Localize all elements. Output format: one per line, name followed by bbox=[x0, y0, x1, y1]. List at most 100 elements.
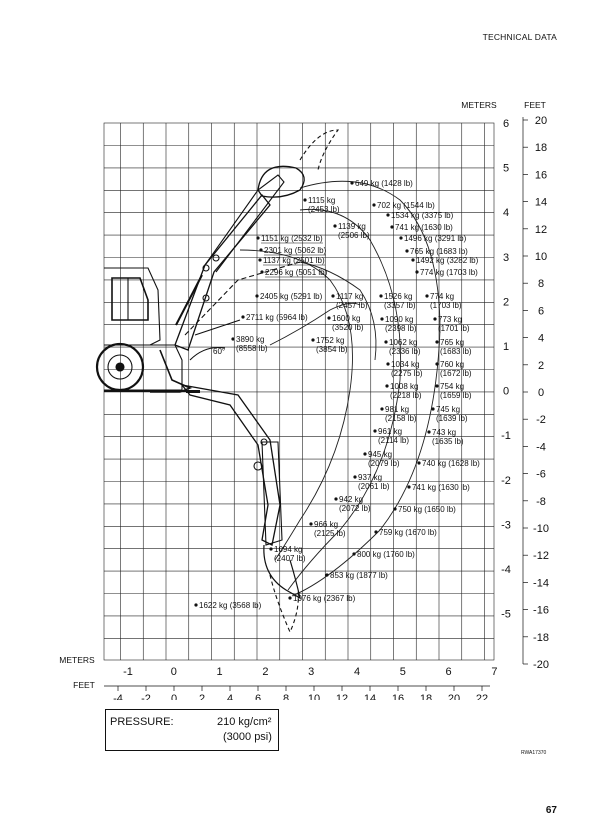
y-meters-tick: -5 bbox=[501, 609, 511, 621]
capacity-label: 774 kg (1703 lb) bbox=[420, 268, 478, 277]
capacity-point bbox=[327, 316, 331, 320]
x-meters-tick: -1 bbox=[123, 666, 133, 678]
capacity-label: 765 kg (1683 lb) bbox=[410, 247, 468, 256]
capacity-label: 1094 kg(2407 lb) bbox=[274, 545, 306, 563]
x-feet-tick: 6 bbox=[255, 693, 261, 700]
capacity-label: 765 kg(1683 lb) bbox=[440, 338, 472, 356]
bucket-raised bbox=[257, 165, 305, 198]
capacity-point bbox=[374, 530, 378, 534]
capacity-point bbox=[325, 573, 329, 577]
capacity-label: 1496 kg (3291 lb) bbox=[404, 234, 467, 243]
capacity-label: 1534 kg (3375 lb) bbox=[391, 211, 454, 220]
capacity-point bbox=[425, 294, 429, 298]
capacity-label: 1090 kg(2398 lb) bbox=[385, 315, 417, 333]
y-feet-tick: 12 bbox=[535, 224, 547, 236]
y-feet-tick: 4 bbox=[538, 333, 544, 345]
page-number: 67 bbox=[545, 805, 557, 816]
y-feet-tick: 6 bbox=[538, 305, 544, 317]
capacity-point bbox=[415, 270, 419, 274]
reach-arc bbox=[287, 208, 402, 591]
capacity-label: 740 kg (1628 lb) bbox=[422, 459, 480, 468]
bucket-raised-dashed bbox=[299, 129, 340, 171]
capacity-point bbox=[231, 337, 235, 341]
capacity-label: 760 kg(1672 lb) bbox=[440, 360, 472, 378]
y-feet-tick: -18 bbox=[533, 632, 549, 644]
x-feet-tick: 2 bbox=[199, 693, 205, 700]
capacity-label: 945 kg(2079 lb) bbox=[368, 450, 400, 468]
capacity-point bbox=[309, 522, 313, 526]
reach-arc bbox=[299, 261, 377, 361]
x-feet-axis-title: FEET bbox=[73, 680, 95, 690]
capacity-point bbox=[311, 338, 315, 342]
capacity-point bbox=[433, 317, 437, 321]
capacity-point bbox=[255, 294, 259, 298]
capacity-points bbox=[194, 181, 439, 607]
x-feet-tick: 10 bbox=[308, 693, 320, 700]
capacity-label: 773 kg(1701 lb) bbox=[438, 315, 470, 333]
capacity-label: 743 kg(1635 lb) bbox=[432, 428, 464, 446]
y-feet-tick: -4 bbox=[536, 441, 546, 453]
capacity-point bbox=[373, 429, 377, 433]
cab-window bbox=[111, 277, 149, 321]
y-feet-tick: 0 bbox=[538, 387, 544, 399]
capacity-point bbox=[333, 224, 337, 228]
capacity-labels: 649 kg (1428 lb)1115 kg(2453 lb)702 kg (… bbox=[199, 179, 480, 610]
y-feet-tick: -10 bbox=[533, 523, 549, 535]
capacity-label: 1034 kg(2275 lb) bbox=[391, 360, 423, 378]
capacity-label: 800 kg (1760 lb) bbox=[357, 550, 415, 559]
capacity-point bbox=[380, 407, 384, 411]
y-meters-tick: 2 bbox=[503, 296, 509, 308]
y-feet-tick: -8 bbox=[536, 496, 546, 508]
capacity-label: 1117 kg(2457 lb) bbox=[336, 292, 368, 310]
capacity-label: 1008 kg(2218 lb) bbox=[390, 382, 422, 400]
reach-arc bbox=[269, 302, 361, 346]
capacity-point bbox=[269, 547, 273, 551]
capacity-point bbox=[417, 461, 421, 465]
x-meters-tick: 5 bbox=[400, 666, 406, 678]
reach-arcs bbox=[239, 180, 441, 597]
capacity-point bbox=[384, 340, 388, 344]
pressure-label: PRESSURE: bbox=[110, 716, 174, 728]
capacity-point bbox=[379, 294, 383, 298]
capacity-point bbox=[256, 236, 260, 240]
capacity-label: 2711 kg (5964 lb) bbox=[246, 313, 308, 322]
x-feet-tick: 14 bbox=[364, 693, 376, 700]
bucket-lowered bbox=[263, 544, 301, 600]
x-meters-tick: 4 bbox=[354, 666, 360, 678]
boom-cylinder bbox=[175, 274, 203, 326]
capacity-label: 750 kg (1650 lb) bbox=[398, 505, 456, 514]
capacity-point bbox=[380, 317, 384, 321]
pressure-imperial-value: (3000 psi) bbox=[223, 731, 272, 743]
backhoe-illustration bbox=[95, 129, 340, 634]
x-feet-tick: 22 bbox=[476, 693, 488, 700]
boom-angle-label: 60° bbox=[213, 347, 225, 356]
capacity-point bbox=[435, 362, 439, 366]
capacity-point bbox=[435, 384, 439, 388]
y-feet-tick: 2 bbox=[538, 360, 544, 372]
y-feet-tick: -14 bbox=[533, 577, 549, 589]
x-meters-tick: 7 bbox=[491, 666, 497, 678]
capacity-point bbox=[431, 407, 435, 411]
capacity-label: 702 kg (1544 lb) bbox=[377, 201, 435, 210]
pressure-metric-value: 210 kg/cm² bbox=[217, 716, 272, 728]
capacity-label: 2405 kg (5291 lb) bbox=[260, 292, 323, 301]
capacity-point bbox=[399, 236, 403, 240]
capacity-point bbox=[303, 198, 307, 202]
capacity-point bbox=[386, 213, 390, 217]
capacity-point bbox=[407, 485, 411, 489]
bucket-lowered-dashed bbox=[269, 574, 299, 634]
x-meters-tick: 0 bbox=[171, 666, 177, 678]
capacity-point bbox=[385, 384, 389, 388]
capacity-point bbox=[331, 294, 335, 298]
y-meters-tick: -3 bbox=[501, 519, 511, 531]
capacity-label: 2296 kg (5051 lb) bbox=[265, 268, 328, 277]
capacity-label: 741 kg (1630 lb) bbox=[395, 223, 453, 232]
capacity-label: 1115 kg(2453 lb) bbox=[308, 196, 340, 214]
capacity-label: 3890 kg(8558 lb) bbox=[236, 335, 268, 353]
capacity-label: 774 kg(1703 lb) bbox=[430, 292, 462, 310]
capacity-label: 853 kg (1877 lb) bbox=[330, 571, 388, 580]
capacity-point bbox=[194, 603, 198, 607]
capacity-point bbox=[288, 596, 292, 600]
x-meters-tick: 1 bbox=[217, 666, 223, 678]
capacity-label: 1076 kg (2367 lb) bbox=[293, 594, 356, 603]
